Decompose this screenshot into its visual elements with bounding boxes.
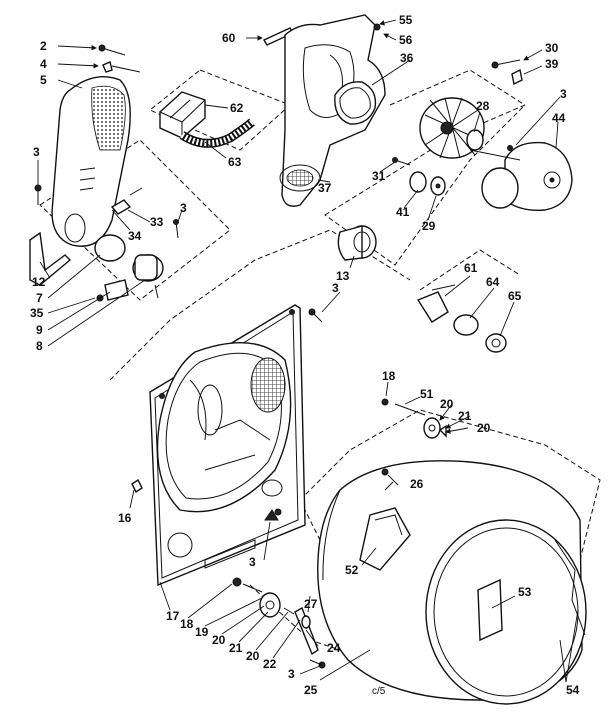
leader-lines [37, 19, 579, 683]
blower-housing-part-36 [279, 14, 386, 207]
callout-label: 53 [518, 585, 532, 599]
front-bulkhead-part-17 [149, 304, 306, 587]
callout-label: 24 [327, 641, 341, 655]
seal-part-36 [334, 81, 377, 125]
callout-label: 26 [410, 477, 424, 491]
callout-label: 20 [212, 633, 226, 647]
callout-label: 3 [332, 281, 339, 295]
callout-label: 63 [228, 155, 242, 169]
callout-label: 36 [400, 51, 414, 65]
callout-label: 31 [372, 169, 386, 183]
screw-part-16 [131, 478, 143, 494]
top-screws [98, 44, 141, 73]
callout-label: 35 [30, 306, 44, 320]
belt-cover-part-5 [51, 76, 131, 247]
callout-label: 7 [36, 291, 43, 305]
callout-label: 28 [476, 99, 490, 113]
callout-label: 20 [477, 421, 491, 435]
screws-upper-right [491, 59, 523, 151]
callout-label: 16 [118, 511, 132, 525]
callout-label: 27 [304, 597, 318, 611]
callout-label: 19 [195, 625, 209, 639]
callout-label: 39 [545, 57, 559, 71]
callout-label: 9 [36, 323, 43, 337]
small-blower-parts [392, 157, 446, 196]
callout-label: 30 [545, 41, 559, 55]
callout-label: 25 [304, 683, 318, 697]
callout-label: 18 [180, 617, 194, 631]
callout-label: 18 [382, 369, 396, 383]
callout-label: 8 [36, 339, 43, 353]
callout-label: 61 [464, 261, 478, 275]
callout-label: 20 [246, 649, 260, 663]
callout-label: 3 [249, 555, 256, 569]
callout-labels: 2 4 5 3 12 7 35 9 8 34 33 3 60 62 63 55 … [30, 13, 580, 697]
callout-label: 12 [32, 275, 46, 289]
callout-label: 65 [508, 289, 522, 303]
callout-label: 20 [440, 397, 454, 411]
glide-parts-upper [381, 398, 447, 439]
callout-label: 52 [345, 563, 359, 577]
callout-label: 54 [566, 683, 580, 697]
motor-parts [94, 234, 164, 302]
callout-label: 51 [420, 387, 434, 401]
callout-label: 3 [180, 201, 187, 215]
callout-label: 3 [33, 145, 40, 159]
blower-wheel-part-28 [419, 97, 485, 159]
blower-motor-part-44 [469, 141, 573, 211]
callout-label: 3 [288, 667, 295, 681]
callout-label: 21 [458, 409, 472, 423]
callout-label: 13 [336, 269, 350, 283]
callout-label: 4 [40, 57, 47, 71]
callout-label: 56 [399, 33, 413, 47]
callout-label: 2 [40, 39, 47, 53]
callout-label: 21 [229, 641, 243, 655]
idler-bracket-part-12 [29, 231, 72, 286]
hose-part-63 [179, 118, 255, 148]
exhaust-adapter-part-62 [159, 91, 206, 139]
callout-label: 29 [422, 219, 436, 233]
callout-label: 55 [399, 13, 413, 27]
glide-parts-lower [232, 577, 326, 669]
callout-label: 5 [40, 73, 47, 87]
screw-center [308, 308, 323, 323]
footer-code: c/5 [372, 686, 386, 697]
callout-label: 37 [318, 181, 332, 195]
drum-part-27 [317, 460, 587, 705]
callout-label: 62 [230, 101, 244, 115]
callout-label: 41 [396, 205, 410, 219]
callout-label: 17 [166, 609, 180, 623]
callout-label: 33 [150, 215, 164, 229]
callout-label: 3 [560, 87, 567, 101]
callout-label: 60 [222, 31, 236, 45]
drum-roller-part-13 [337, 225, 377, 261]
callout-label: 22 [263, 657, 277, 671]
callout-label: 64 [486, 275, 500, 289]
callout-label: 34 [128, 229, 142, 243]
lamp-assembly [416, 284, 507, 353]
callout-label: 44 [552, 111, 566, 125]
